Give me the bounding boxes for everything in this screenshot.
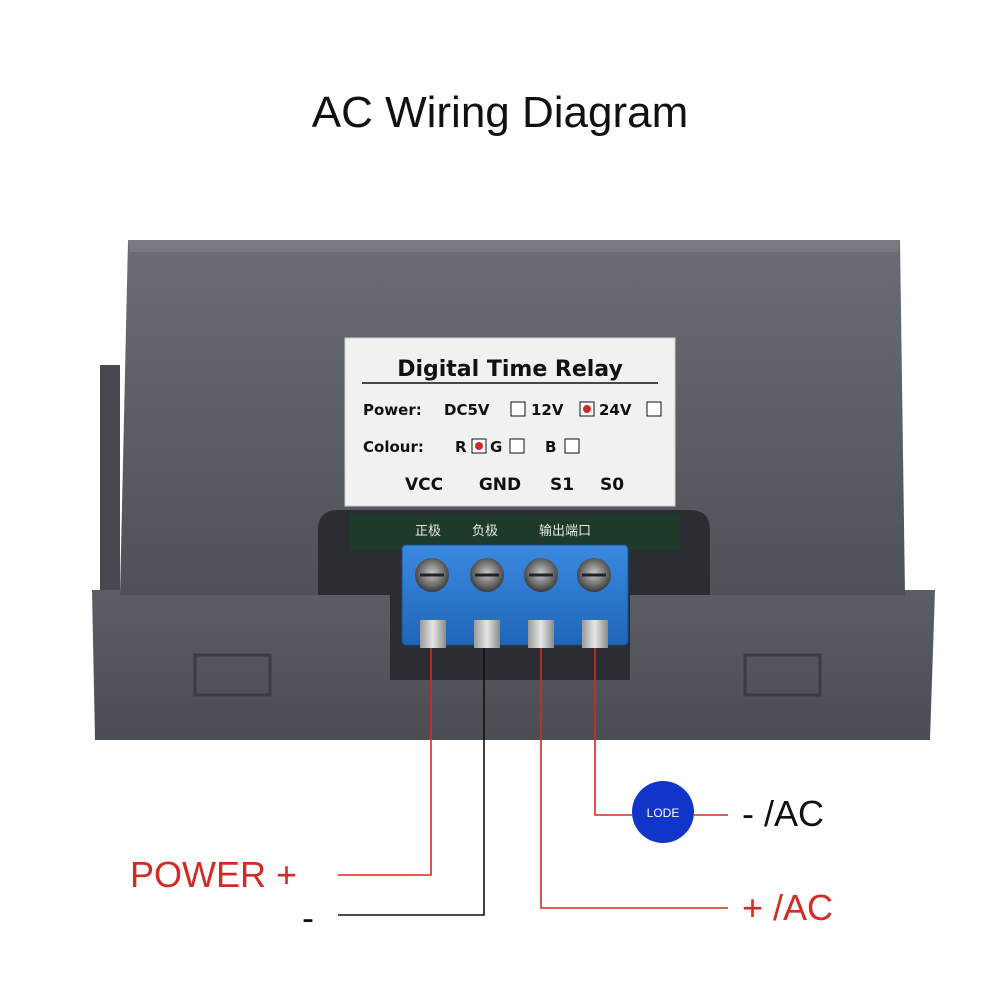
pin-label-s1: S1 [550,475,574,495]
screw-1 [415,558,449,592]
pcb-label-negative: 负极 [472,524,498,539]
plus-ac-label: + /AC [742,887,833,928]
wires [338,648,728,916]
power-minus-label: - [302,897,314,938]
colour-option-b: B [545,438,556,456]
colour-selected-dot [475,442,483,450]
pcb-label-positive: 正极 [415,524,441,539]
terminal-block [401,544,629,648]
load-symbol: LODE [632,781,694,843]
power-checkbox-24v [646,401,662,417]
colour-option-g: G [490,438,502,456]
wire-s1-plus-ac [540,648,728,909]
relay-label-sticker: Digital Time Relay Power: DC5V 12V 24V C… [344,337,676,507]
wire-s0-load [594,648,632,816]
terminal-clamp-4 [582,620,608,648]
colour-option-r: R [455,438,467,456]
terminal-clamp-1 [420,620,446,648]
minus-ac-label: - /AC [742,793,824,834]
terminal-clamp-3 [528,620,554,648]
power-option-24v: 24V [599,401,632,419]
sticker-title: Digital Time Relay [397,357,623,382]
terminal-clamp-2 [474,620,500,648]
pcb [350,515,680,550]
power-option-dc5v: DC5V [444,401,490,419]
case-notch-right [743,653,822,697]
pin-label-gnd: GND [479,475,521,495]
case-notch-left [193,653,272,697]
load-label: LODE [647,806,680,820]
power-checkbox-dc5v [510,401,526,417]
diagram-title: AC Wiring Diagram [311,88,689,137]
pin-label-s0: S0 [600,475,624,495]
colour-checkbox-b [564,438,580,454]
colour-label: Colour: [363,438,424,456]
power-selected-dot [583,405,591,413]
load-circle [632,781,694,843]
wire-gnd-minus [338,648,485,916]
pin-label-vcc: VCC [405,475,443,495]
pcb-label-output: 输出端口 [539,523,591,539]
colour-checkbox-g [509,438,525,454]
power-option-12v: 12V [531,401,564,419]
wire-vcc-power-plus [338,648,432,876]
power-plus-label: POWER + [130,854,297,895]
screw-4 [577,558,611,592]
power-label: Power: [363,401,422,419]
case-left-flange [100,365,120,595]
screw-3 [524,558,558,592]
screw-2 [470,558,504,592]
